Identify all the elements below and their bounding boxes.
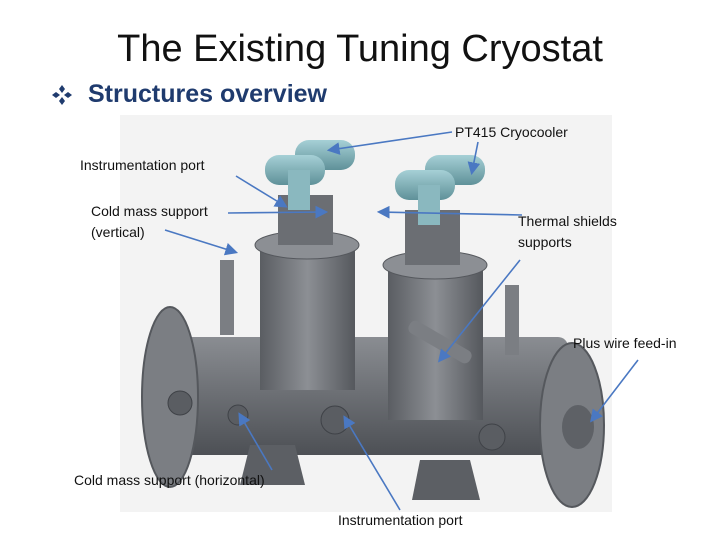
cryostat-illustration [141,140,605,508]
arrow-cryocooler-right [467,141,481,176]
label-cold-mass-vertical-2: (vertical) [91,224,145,240]
arrow-cold-mass-horizontal [238,412,273,471]
arrow-instrumentation-port-bottom [343,415,401,511]
label-wire-feed: Plus wire feed-in [573,335,677,351]
slide-title: The Existing Tuning Cryostat [117,28,603,70]
arrow-cold-mass-vertical-b [227,205,329,219]
label-instrumentation-port-bottom: Instrumentation port [338,512,463,528]
arrow-instrumentation-port-top [235,175,288,208]
arrow-thermal-shields-b [376,205,523,219]
diamond-bullet-icon [52,85,72,105]
arrow-wire-feed [590,359,639,423]
cryostat-render [120,115,612,512]
label-instrumentation-port-top: Instrumentation port [80,157,205,173]
label-cold-mass-horizontal: Cold mass support (horizontal) [74,472,265,488]
label-cryocooler: PT415 Cryocooler [455,124,568,140]
label-thermal-shields-1: Thermal shields [518,213,617,229]
arrow-thermal-shields [438,259,521,363]
arrow-cold-mass-vertical-a [164,229,239,256]
arrow-cryocooler-left [326,131,453,155]
label-cold-mass-vertical-1: Cold mass support [91,203,208,219]
label-thermal-shields-2: supports [518,234,572,250]
slide-subtitle: Structures overview [88,80,327,108]
